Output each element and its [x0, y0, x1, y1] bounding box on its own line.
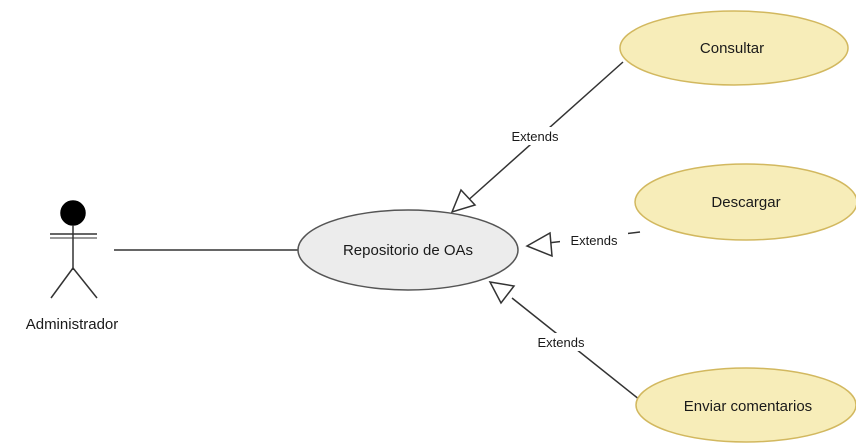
extend-arrowhead-icon — [488, 281, 516, 305]
extend-label-bg — [500, 127, 570, 145]
extend-label: Extends — [538, 335, 585, 350]
actor-head — [60, 200, 86, 226]
actor-left-leg — [50, 267, 74, 299]
extend-arrowhead-icon — [525, 231, 553, 258]
extend-label-bg — [526, 333, 596, 351]
use-case-label: Descargar — [711, 194, 780, 211]
use-case-label: Repositorio de OAs — [343, 242, 473, 259]
extend-arrowhead-icon — [450, 188, 477, 214]
extend-label: Extends — [571, 233, 618, 248]
use-case-enviar-comentarios[interactable]: Enviar comentarios — [635, 367, 856, 443]
extend-descargar: Extends — [525, 231, 641, 258]
use-case-ellipse — [634, 163, 856, 241]
extend-label: Extends — [512, 129, 559, 144]
use-case-label: Consultar — [700, 40, 764, 57]
use-case-consultar[interactable]: Consultar — [619, 10, 849, 86]
use-case-repositorio[interactable]: Repositorio de OAs — [297, 209, 519, 291]
actor-right-leg — [72, 267, 98, 299]
use-case-ellipse — [635, 367, 856, 443]
use-case-ellipse — [297, 209, 519, 291]
use-case-descargar[interactable]: Descargar — [634, 163, 856, 241]
use-case-ellipse — [619, 10, 849, 86]
extend-enviar-comentarios: Extends — [488, 281, 641, 401]
actor-name: Administrador — [26, 316, 119, 333]
extend-label-bg — [560, 232, 628, 249]
actor-administrador[interactable]: Administrador — [26, 200, 119, 333]
use-case-label: Enviar comentarios — [684, 398, 812, 415]
extend-consultar: Extends — [450, 61, 624, 214]
